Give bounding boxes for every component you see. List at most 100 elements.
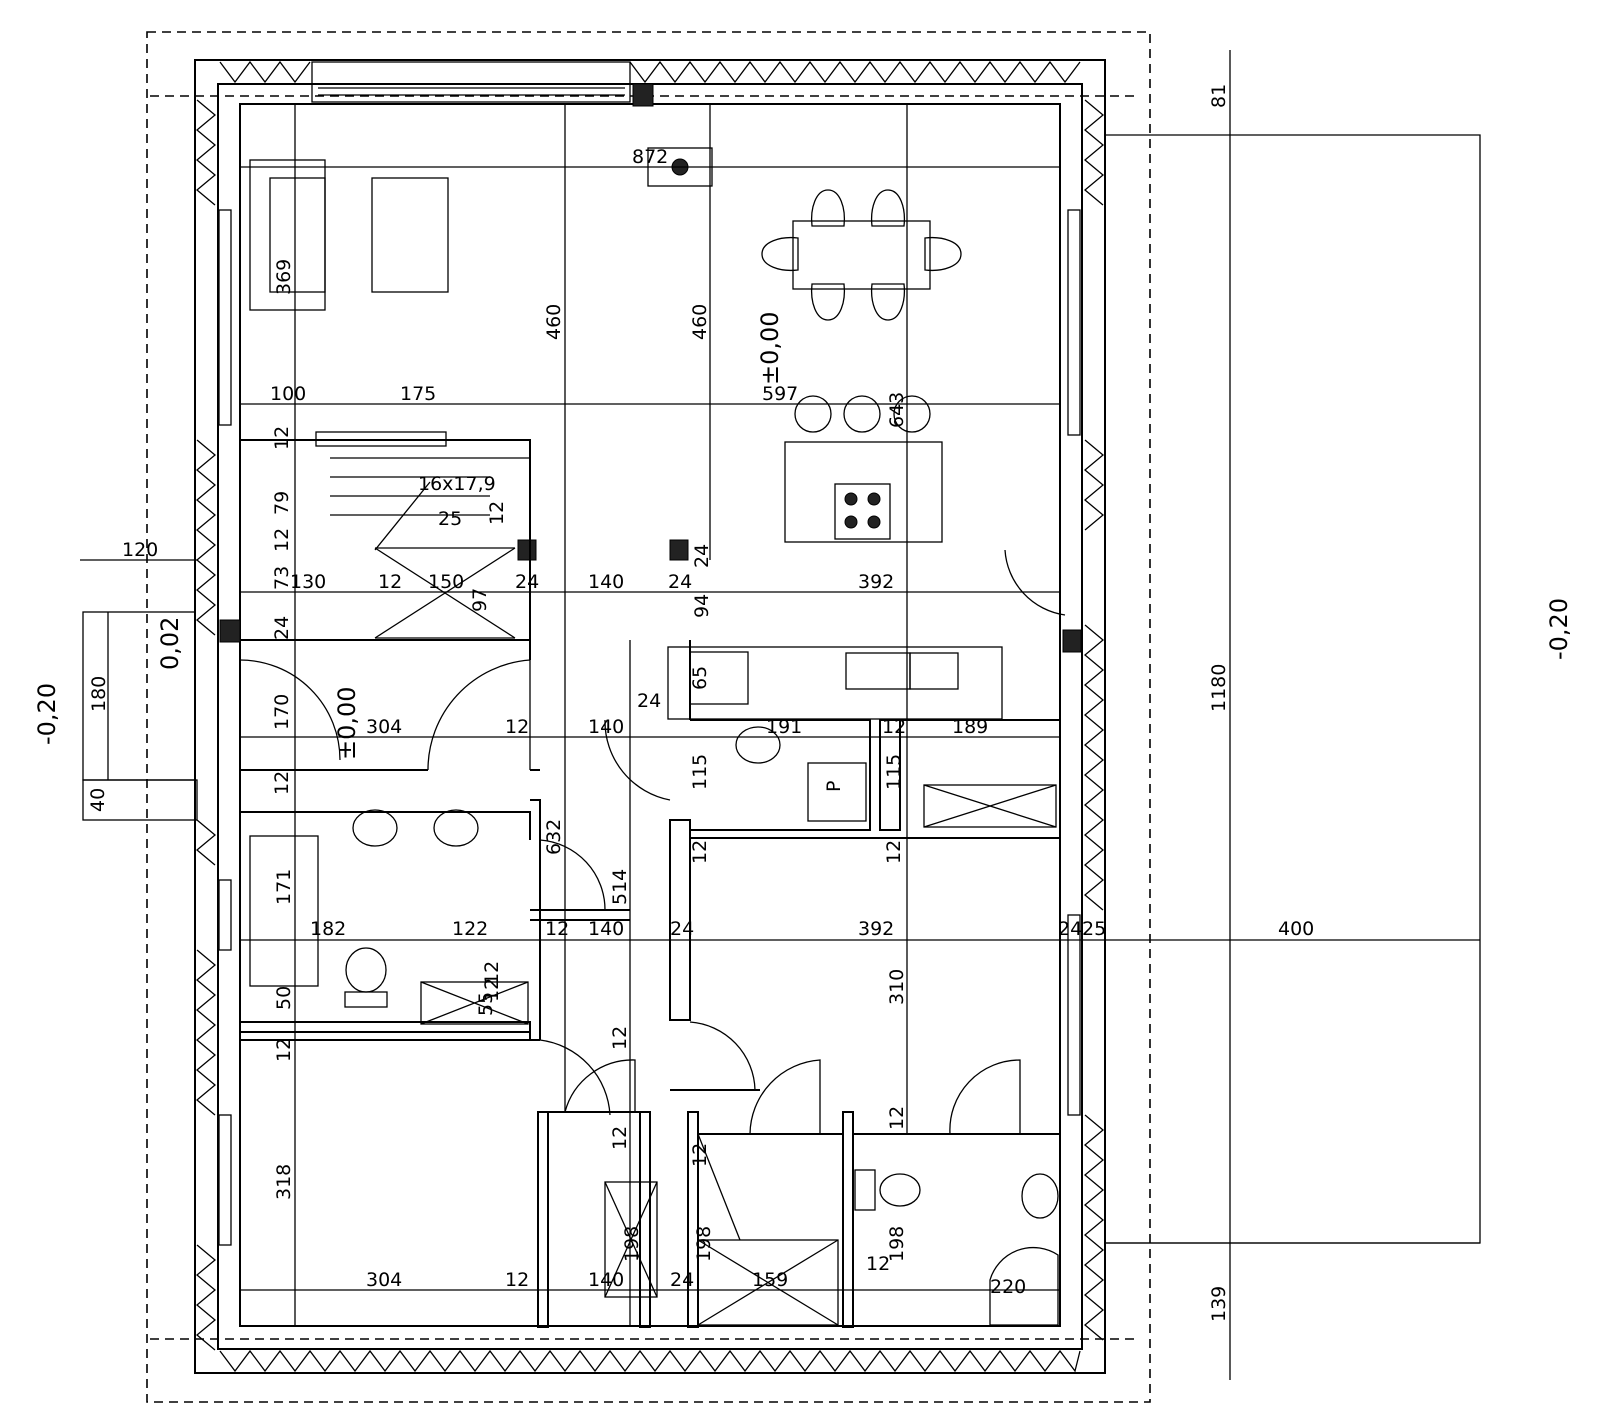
dim-label: 24 <box>637 690 661 712</box>
dim-label: 182 <box>310 918 346 940</box>
interior-walls <box>239 431 1060 1328</box>
dimension-lines <box>80 50 1480 1380</box>
dim-label: 460 <box>689 304 711 340</box>
dim-label: 150 <box>428 571 464 593</box>
dim-label: 140 <box>588 716 624 738</box>
dim-label: 12 <box>883 840 905 864</box>
dim-label: 12 <box>609 1026 631 1050</box>
level-mark: -0,20 <box>33 683 61 745</box>
dim-label: 24 <box>670 1269 694 1291</box>
dim-label: 50 <box>273 986 295 1010</box>
dim-label: 24 <box>670 918 694 940</box>
column <box>632 83 654 107</box>
dim-label: 24 <box>691 544 713 568</box>
dim-label: 139 <box>1208 1286 1230 1322</box>
level-mark: -0,20 <box>1545 598 1573 660</box>
dim-label: 24 <box>668 571 692 593</box>
dim-label: 597 <box>762 383 798 405</box>
column <box>1062 629 1082 653</box>
dim-label: 140 <box>588 1269 624 1291</box>
dim-label: 40 <box>87 788 109 812</box>
level-mark: ±0,00 <box>756 311 784 385</box>
dim-label: 12 <box>689 1143 711 1167</box>
dim-label: 220 <box>990 1276 1026 1298</box>
dim-label: 140 <box>588 918 624 940</box>
dim-label: 304 <box>366 1269 402 1291</box>
dim-label: 12 <box>271 426 293 450</box>
dim-label: 12 <box>273 1038 295 1062</box>
doors <box>239 549 1066 1135</box>
dim-label: 120 <box>122 539 158 561</box>
dim-label: 79 <box>271 491 293 515</box>
dim-label: 460 <box>543 304 565 340</box>
dim-label: 304 <box>366 716 402 738</box>
dim-label: 643 <box>886 392 908 428</box>
dim-label: 171 <box>273 869 295 905</box>
dim-label: 12 <box>481 961 503 985</box>
dim-label: 12 <box>378 571 402 593</box>
dim-label: 12 <box>689 840 711 864</box>
dim-label: 189 <box>952 716 988 738</box>
dim-label: 100 <box>270 383 306 405</box>
dim-label: 392 <box>858 571 894 593</box>
dim-label: 310 <box>886 969 908 1005</box>
dim-label: 94 <box>691 594 713 618</box>
dim-label: 198 <box>886 1226 908 1262</box>
entrance-step <box>82 779 198 821</box>
column <box>669 539 689 561</box>
dim-label: 872 <box>632 146 668 168</box>
dim-label: 115 <box>883 754 905 790</box>
dim-label: 170 <box>271 694 293 730</box>
level-mark: ±0,00 <box>333 686 361 760</box>
dim-label: 12 <box>882 716 906 738</box>
dim-label: 400 <box>1278 918 1314 940</box>
dim-label: 369 <box>273 259 295 295</box>
dim-label: 392 <box>858 918 894 940</box>
dim-label: 24 <box>271 616 293 640</box>
windows <box>218 61 1081 1246</box>
dim-label: 1180 <box>1208 664 1230 712</box>
dim-label: 12 <box>886 1106 908 1130</box>
column <box>219 619 241 643</box>
dim-label: 25 <box>438 508 462 530</box>
dim-label: 318 <box>273 1164 295 1200</box>
dim-label: 12 <box>545 918 569 940</box>
dim-label: 115 <box>689 754 711 790</box>
dim-label: 12 <box>505 716 529 738</box>
dim-label: 180 <box>88 676 110 712</box>
dim-label: 130 <box>290 571 326 593</box>
dim-label: 73 <box>271 566 293 590</box>
dim-label: 24 <box>1058 918 1082 940</box>
dim-label: 12 <box>866 1253 890 1275</box>
column <box>517 539 537 561</box>
dim-label: 12 <box>271 771 293 795</box>
dim-label: 191 <box>766 716 802 738</box>
dim-label: 632 <box>543 819 565 855</box>
dim-label: 175 <box>400 383 436 405</box>
stair-treads <box>330 457 530 639</box>
dim-label: 25 <box>1082 918 1106 940</box>
dim-label: 12 <box>271 528 293 552</box>
dim-label: 159 <box>752 1269 788 1291</box>
dim-label: 65 <box>689 666 711 690</box>
dim-label: 12 <box>486 501 508 525</box>
dim-label: 97 <box>469 588 491 612</box>
dim-label: 140 <box>588 571 624 593</box>
dim-label: 198 <box>621 1226 643 1262</box>
terrace-outline <box>1105 134 1481 1244</box>
dim-label: 12 <box>505 1269 529 1291</box>
furniture: P <box>249 147 1059 1326</box>
dim-label: 81 <box>1208 84 1230 108</box>
site-boundary <box>146 31 1151 1403</box>
dim-label: 514 <box>609 869 631 905</box>
dim-label: 24 <box>515 571 539 593</box>
dim-label: 12 <box>481 978 503 1002</box>
dim-label: 55 <box>475 992 497 1016</box>
dim-label: 12 <box>609 1126 631 1150</box>
level-mark: 0,02 <box>156 617 184 670</box>
pantry-label: P <box>823 781 845 792</box>
dim-label: 122 <box>452 918 488 940</box>
stair-spec: 16x17,9 <box>418 473 496 495</box>
dim-label: 198 <box>693 1226 715 1262</box>
